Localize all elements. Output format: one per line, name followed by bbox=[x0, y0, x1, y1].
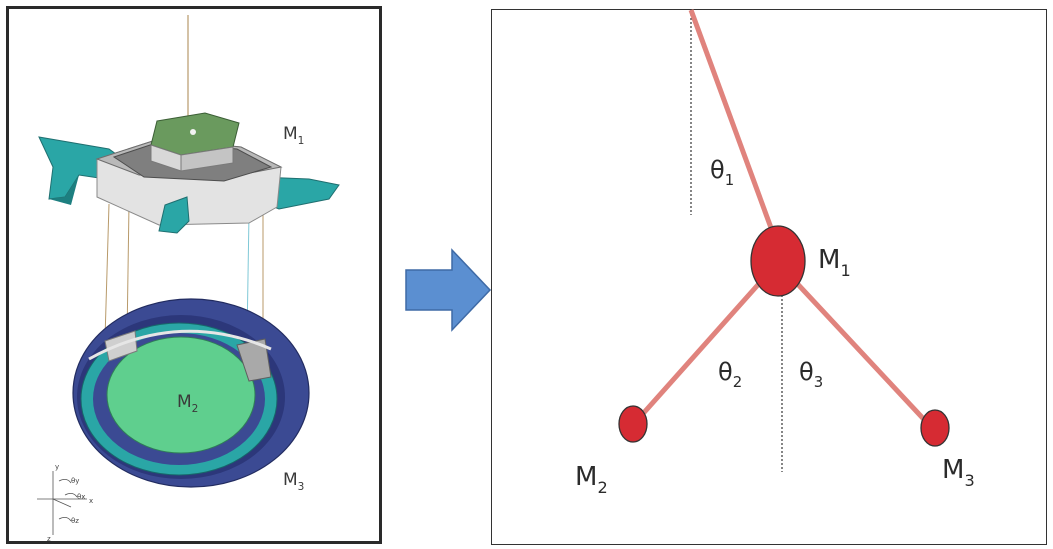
rod-right bbox=[790, 276, 934, 430]
label-m2-right: M2 bbox=[575, 462, 608, 497]
pendulum-schematic-panel: θ1 M1 θ2 θ3 M2 M3 bbox=[491, 9, 1047, 545]
mass-m3 bbox=[920, 409, 950, 447]
axis-label-theta-y: θy bbox=[71, 477, 79, 485]
label-m1-left: M1 bbox=[283, 124, 304, 147]
cad-model-illustration: y θy θx x θz z M1 M2 M3 bbox=[37, 15, 340, 543]
axis-label-theta-x: θx bbox=[77, 493, 85, 501]
axis-label-theta-z: θz bbox=[71, 517, 79, 525]
right-arrow-icon bbox=[405, 248, 492, 332]
label-theta1: θ1 bbox=[710, 156, 734, 189]
label-m1-right: M1 bbox=[818, 245, 851, 280]
label-m2-left: M2 bbox=[177, 392, 198, 415]
mass-m1 bbox=[750, 225, 806, 297]
axis-triad bbox=[37, 471, 87, 535]
pendulum-schematic: θ1 M1 θ2 θ3 M2 M3 bbox=[575, 9, 975, 497]
lower-mass-model bbox=[72, 298, 310, 488]
axis-label-z: z bbox=[47, 535, 51, 543]
axis-label-x: x bbox=[89, 497, 93, 505]
label-m3-right: M3 bbox=[942, 455, 975, 490]
label-theta3: θ3 bbox=[799, 358, 823, 391]
axis-label-y: y bbox=[55, 463, 59, 471]
rod-upper bbox=[688, 9, 777, 237]
label-m3-left: M3 bbox=[283, 470, 304, 493]
upper-mass-model bbox=[38, 112, 340, 234]
rod-left bbox=[630, 276, 766, 428]
label-theta2: θ2 bbox=[718, 358, 742, 391]
cad-model-panel: y θy θx x θz z M1 M2 M3 bbox=[6, 6, 382, 544]
mass-m2 bbox=[618, 405, 648, 443]
